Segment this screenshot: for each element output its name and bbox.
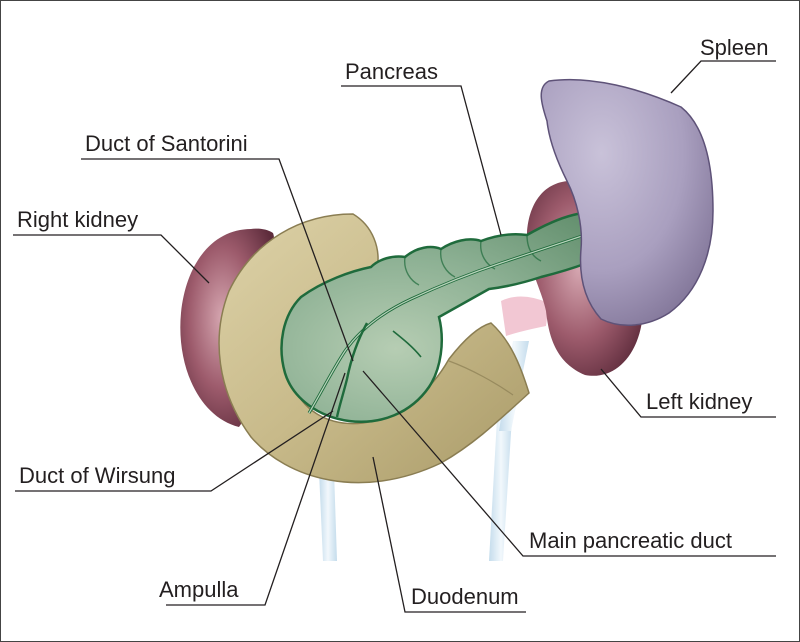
duodenum-label: Duodenum xyxy=(411,584,519,609)
duodenum-leader xyxy=(372,456,526,613)
ampulla-leader xyxy=(166,372,346,606)
spleen-label: Spleen xyxy=(700,35,769,60)
left-kidney-leader xyxy=(600,368,776,418)
right-kidney-label: Right kidney xyxy=(17,207,138,232)
spleen-leader xyxy=(670,60,776,94)
main-pancreatic-duct-lumen xyxy=(308,232,592,414)
right-ureter xyxy=(319,471,337,561)
duct-of-santorini-leader xyxy=(81,158,354,362)
main-pancreatic-duct-leader xyxy=(362,370,776,557)
duct-of-wirsung-label: Duct of Wirsung xyxy=(19,463,176,488)
left-ureter xyxy=(489,401,513,561)
ampulla-label: Ampulla xyxy=(159,577,239,602)
spleen xyxy=(540,78,714,326)
left-kidney-label: Left kidney xyxy=(646,389,752,414)
pancreas-lobules xyxy=(404,234,542,286)
pancreas-label: Pancreas xyxy=(345,59,438,84)
duct-of-wirsung-leader xyxy=(15,410,334,492)
main-pancreatic-duct-label: Main pancreatic duct xyxy=(529,528,732,553)
right-kidney-leader xyxy=(13,234,210,284)
duodenum-fold xyxy=(448,360,514,396)
duct-of-santorini-label: Duct of Santorini xyxy=(85,131,248,156)
renal-vessel xyxy=(501,296,549,336)
duct-of-santorini-vessel xyxy=(335,322,369,418)
duct-branch xyxy=(392,330,422,358)
pancreas-leader xyxy=(341,85,502,236)
